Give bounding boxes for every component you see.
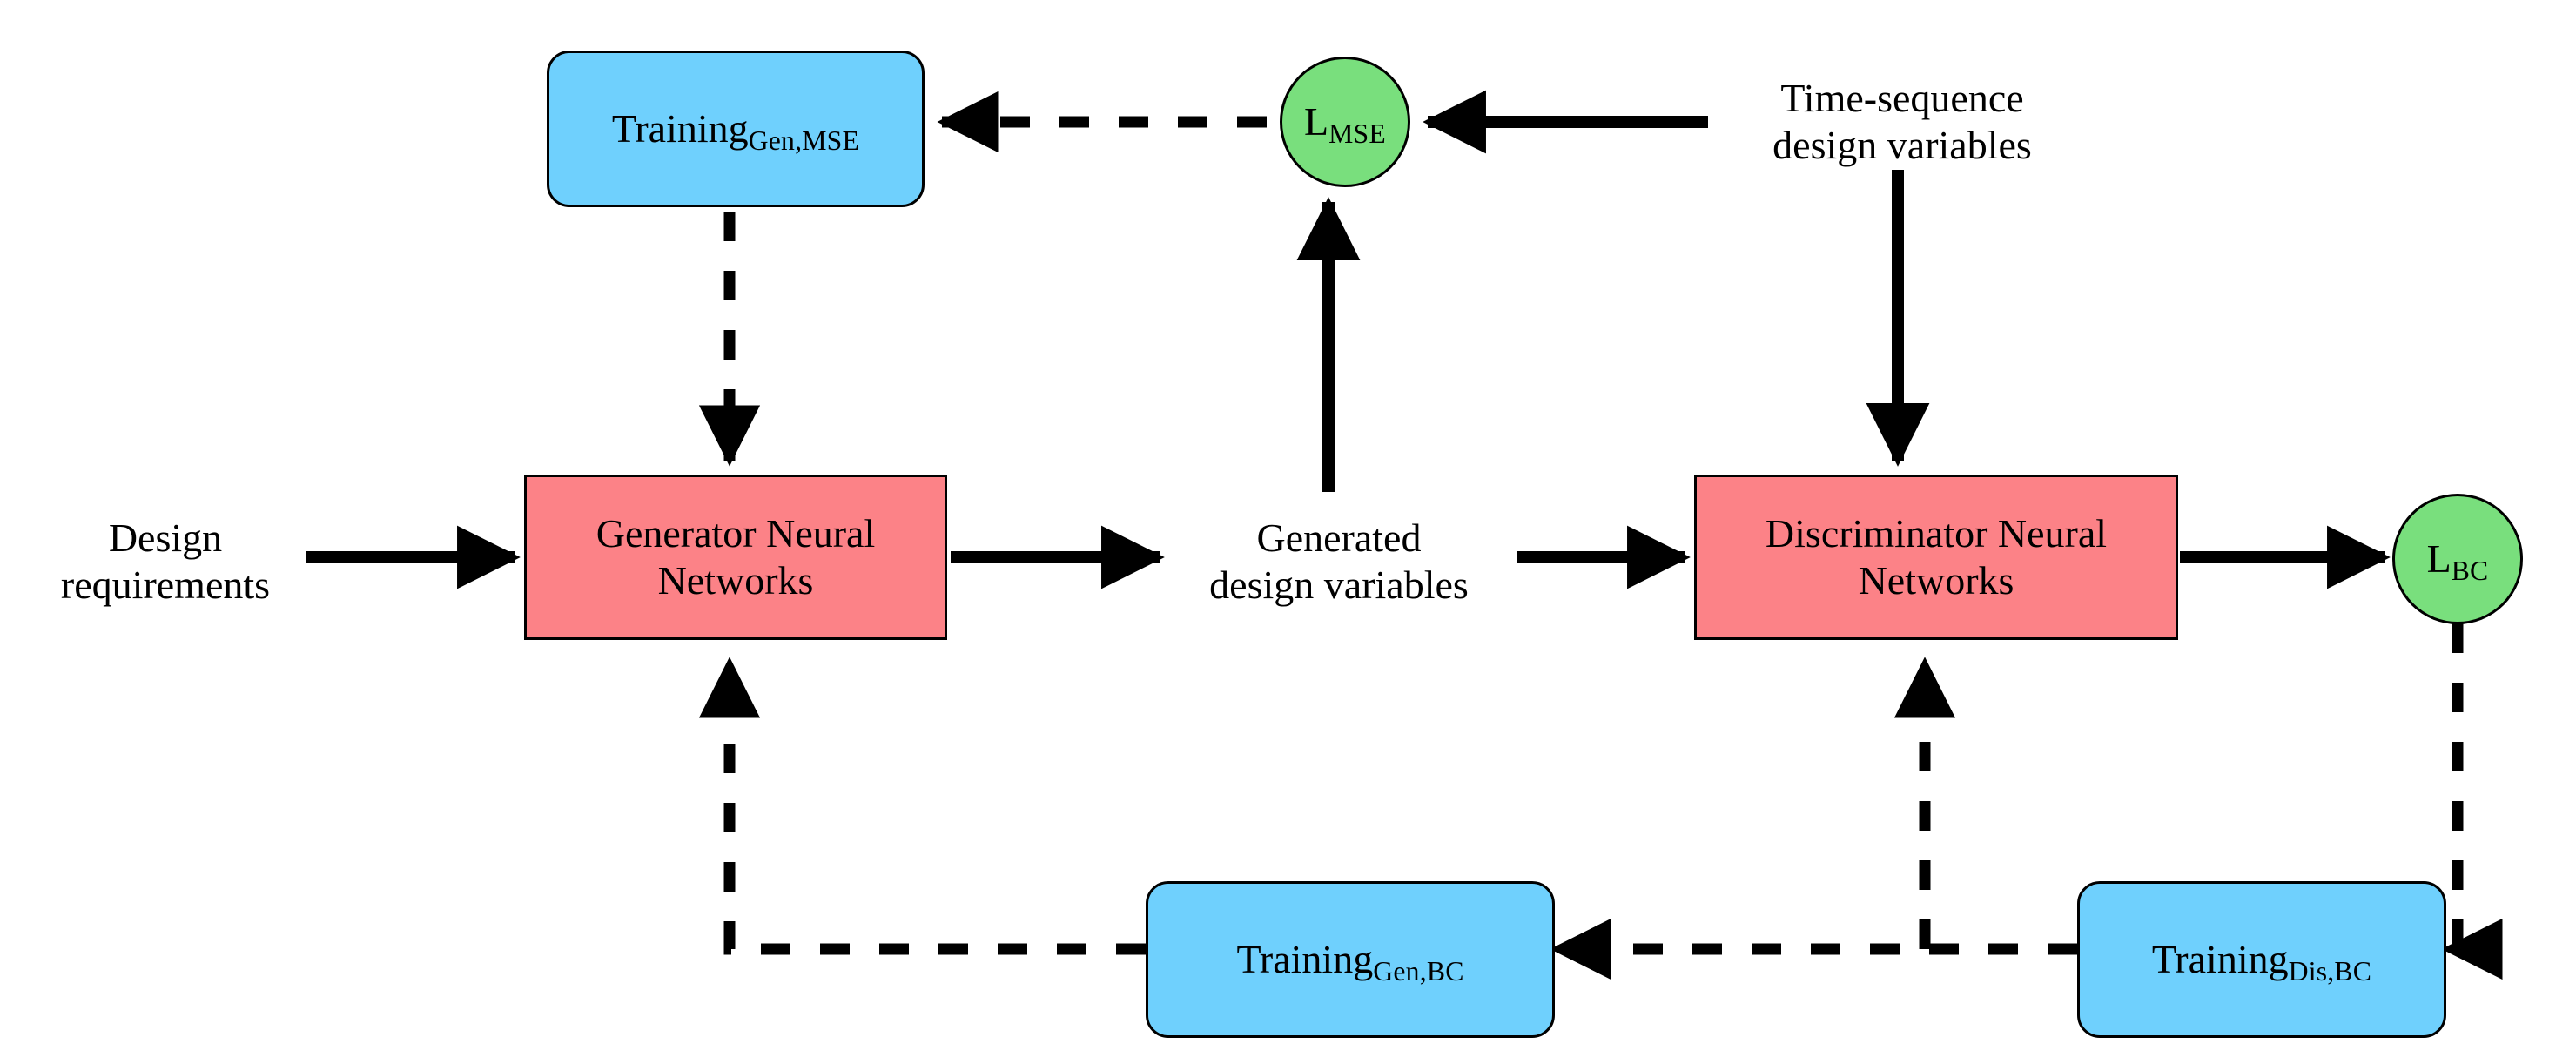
node-loss-mse[interactable]: LMSE (1280, 57, 1410, 187)
subscript-gen-bc: Gen,BC (1373, 956, 1464, 987)
time-sequence-text: Time-sequence design variables (1772, 75, 2032, 170)
subscript-mse: MSE (1328, 118, 1386, 150)
generator-line-1: Generator Neural (595, 510, 876, 556)
node-time-sequence-variables: Time-sequence design variables (1698, 70, 2107, 174)
node-discriminator-neural-networks[interactable]: Discriminator Neural Networks (1694, 475, 2178, 640)
design-requirements-line-2: requirements (60, 562, 271, 607)
design-requirements-text: Design requirements (61, 515, 270, 609)
generated-variables-line-1: Generated (1256, 515, 1422, 560)
generator-label: Generator Neural Networks (596, 510, 876, 605)
discriminator-label: Discriminator Neural Networks (1766, 510, 2107, 605)
node-training-gen-bc[interactable]: TrainingGen,BC (1146, 881, 1555, 1038)
node-generated-design-variables: Generated design variables (1158, 509, 1520, 614)
subscript-gen-mse: Gen,MSE (748, 125, 860, 157)
edge-lbc-to-training-dis-bc (2441, 623, 2503, 980)
node-training-dis-bc-label: TrainingDis,BC (2151, 936, 2372, 987)
generated-variables-text: Generated design variables (1209, 515, 1469, 609)
node-training-dis-bc[interactable]: TrainingDis,BC (2077, 881, 2446, 1038)
subscript-dis-bc: Dis,BC (2288, 956, 2372, 987)
generated-variables-line-2: design variables (1209, 562, 1469, 607)
node-training-gen-mse-label: TrainingGen,MSE (611, 105, 860, 157)
node-training-gen-bc-label: TrainingGen,BC (1236, 936, 1464, 987)
design-requirements-line-1: Design (108, 515, 223, 560)
generator-line-2: Networks (657, 558, 814, 603)
discriminator-line-1: Discriminator Neural (1765, 510, 2108, 556)
edge-training-gen-bc-to-generator (698, 657, 1146, 955)
time-sequence-line-2: design variables (1772, 123, 2032, 167)
time-sequence-line-1: Time-sequence (1780, 75, 2024, 120)
node-training-gen-mse[interactable]: TrainingGen,MSE (547, 51, 925, 207)
node-loss-bc[interactable]: LBC (2392, 494, 2523, 624)
node-loss-mse-label: LMSE (1304, 98, 1386, 150)
node-generator-neural-networks[interactable]: Generator Neural Networks (524, 475, 947, 640)
discriminator-line-2: Networks (1858, 558, 2014, 603)
node-loss-bc-label: LBC (2426, 535, 2489, 587)
node-design-requirements: Design requirements (26, 509, 305, 614)
subscript-bc: BC (2451, 556, 2489, 587)
